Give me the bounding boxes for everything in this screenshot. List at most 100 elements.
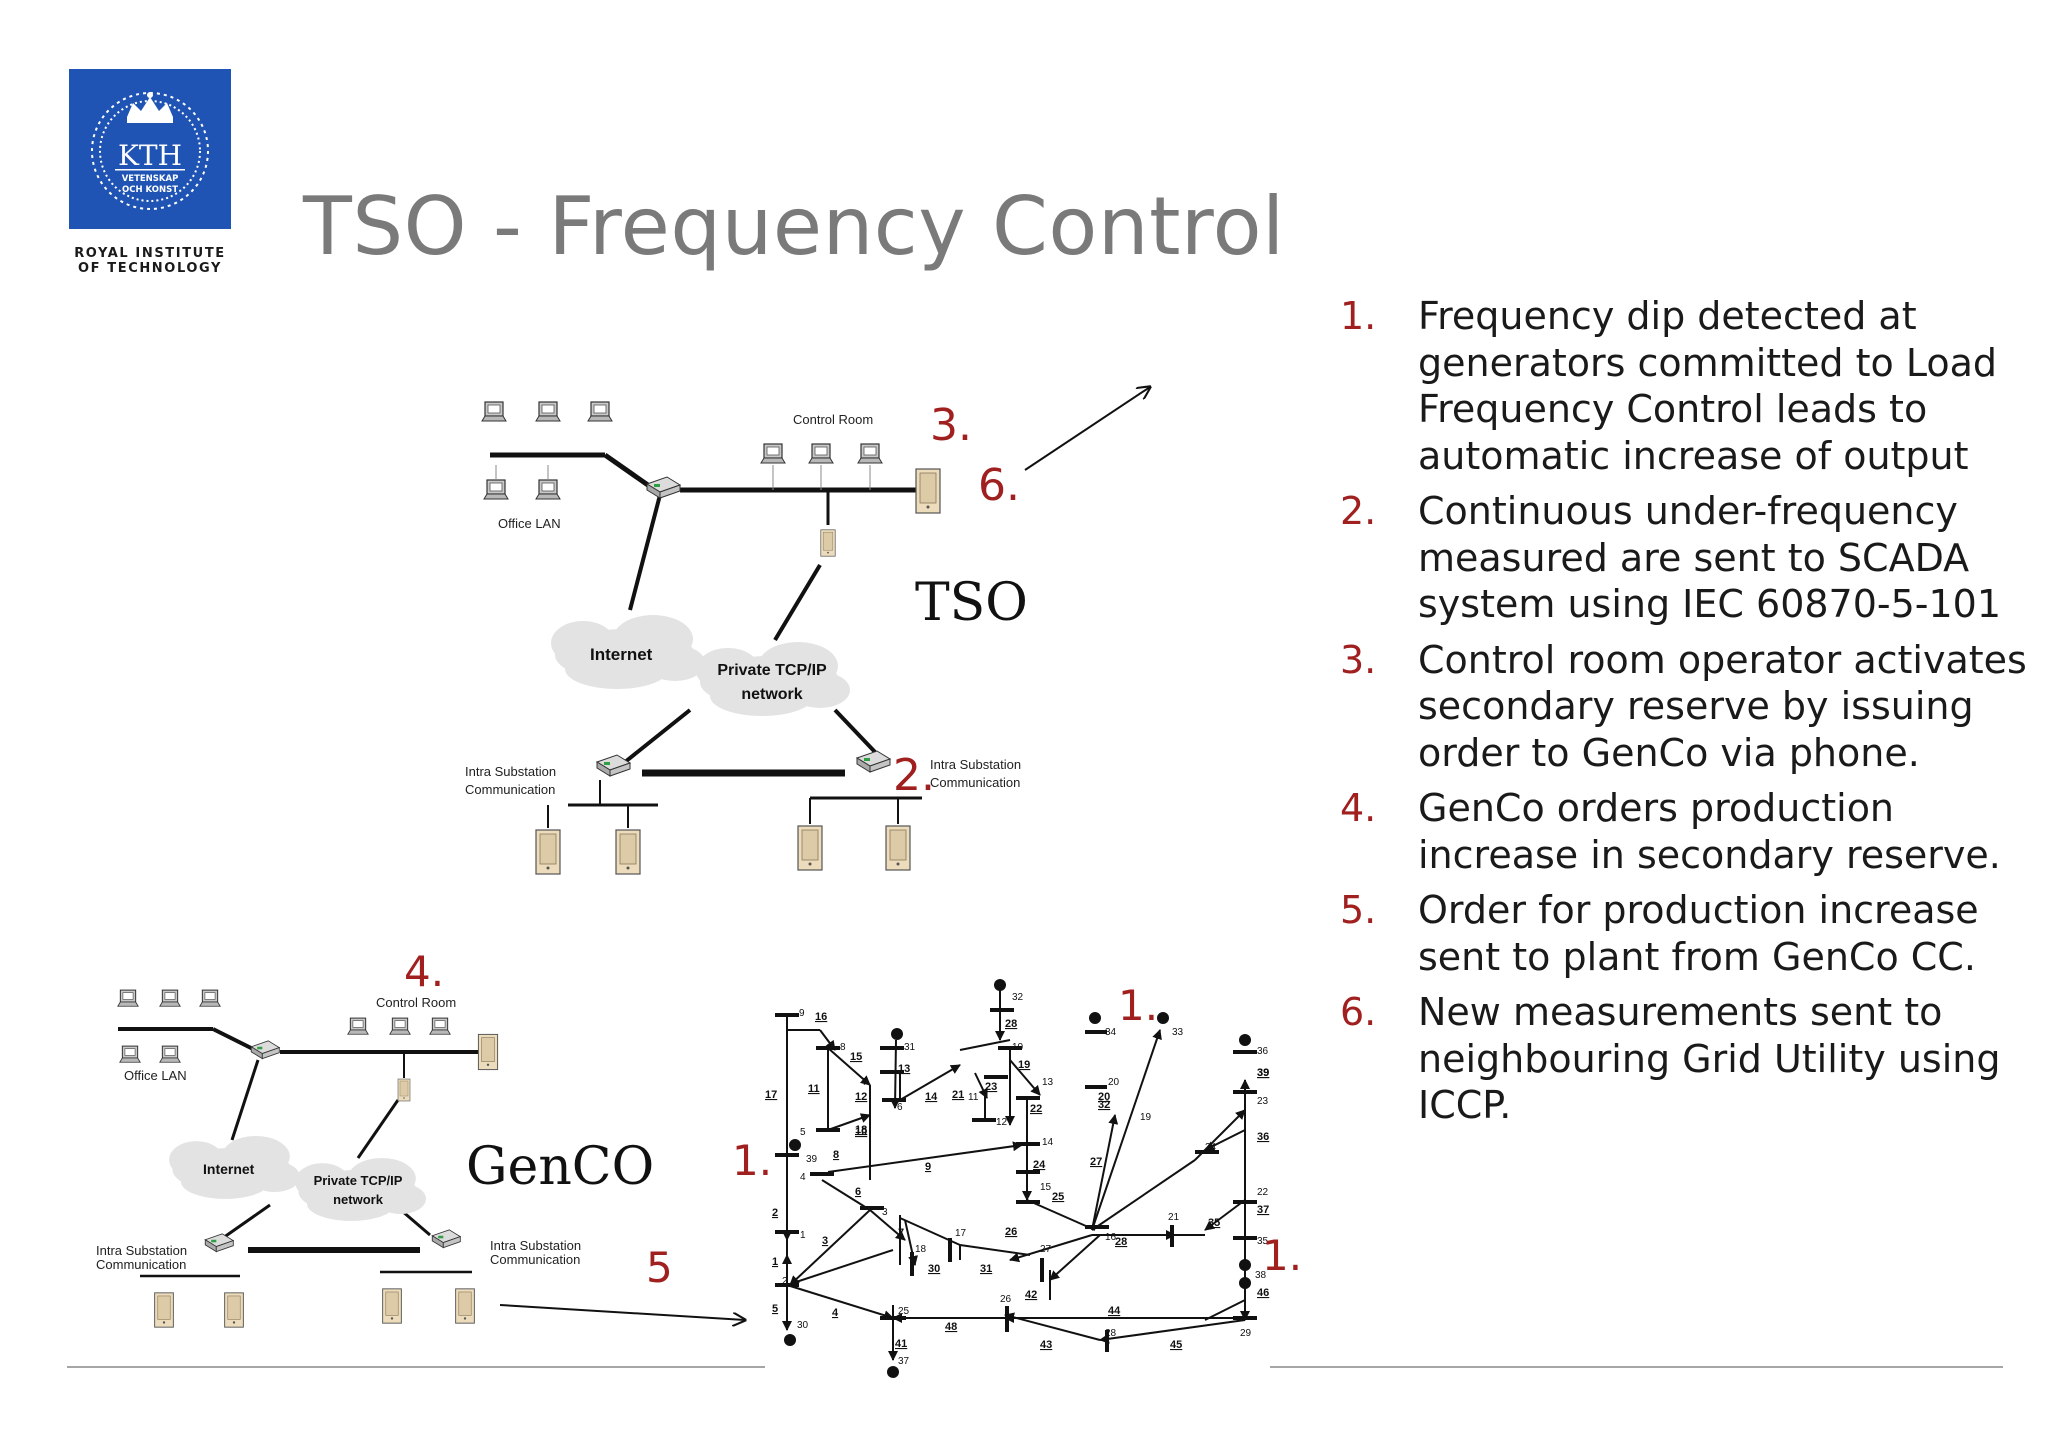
svg-text:48: 48 — [945, 1321, 957, 1333]
svg-text:18: 18 — [855, 1124, 867, 1136]
tso-server-icon — [915, 468, 941, 514]
steps-list: 1. Frequency dip detected at generators … — [1340, 293, 2030, 1129]
svg-text:35: 35 — [1208, 1217, 1220, 1229]
svg-text:17: 17 — [765, 1089, 777, 1101]
svg-text:9: 9 — [925, 1161, 931, 1173]
svg-text:9: 9 — [799, 1008, 805, 1019]
svg-text:3: 3 — [822, 1235, 828, 1247]
genco-scada-server-icon — [397, 1078, 411, 1102]
svg-text:30: 30 — [797, 1320, 809, 1331]
tso-substation-router-icon — [596, 754, 631, 777]
svg-text:12: 12 — [855, 1091, 867, 1103]
svg-text:41: 41 — [895, 1338, 907, 1350]
svg-text:1: 1 — [772, 1256, 778, 1268]
tso-control-pc-icon — [808, 443, 834, 464]
svg-text:11: 11 — [968, 1092, 979, 1103]
step-text: New measurements sent to neighbouring Gr… — [1418, 990, 2001, 1127]
svg-text:22: 22 — [1030, 1103, 1042, 1115]
tso-substation-router-icon — [856, 750, 891, 773]
svg-text:14: 14 — [1042, 1137, 1054, 1148]
svg-text:45: 45 — [1170, 1339, 1182, 1351]
svg-text:8: 8 — [840, 1042, 846, 1053]
page-title: TSO - Frequency Control — [303, 180, 1285, 273]
tso-substation-server-icon — [615, 829, 641, 875]
svg-text:11: 11 — [808, 1083, 820, 1095]
genco-office-pc-icon — [159, 989, 181, 1007]
step-item: 2. Continuous under-frequency measured a… — [1340, 488, 2030, 628]
svg-text:24: 24 — [1205, 1142, 1217, 1153]
svg-text:21: 21 — [1168, 1212, 1180, 1223]
genco-internet-label: Internet — [203, 1161, 255, 1177]
svg-text:16: 16 — [1105, 1232, 1117, 1243]
genco-control-pc-icon — [429, 1017, 451, 1035]
genco-office-pc-icon — [117, 989, 139, 1007]
step-number: 1. — [1340, 294, 1377, 338]
svg-text:20: 20 — [1098, 1091, 1110, 1103]
step-item: 3. Control room operator activates secon… — [1340, 637, 2030, 777]
svg-text:26: 26 — [1000, 1294, 1012, 1305]
svg-text:2: 2 — [772, 1207, 778, 1219]
step-text: Frequency dip detected at generators com… — [1418, 294, 1998, 478]
tso-to-neighbour-arrow — [1024, 387, 1150, 471]
step-text: Order for production increase sent to pl… — [1418, 888, 1979, 979]
genco-office-pc-icon — [199, 989, 221, 1007]
genco-substation-server-icon — [154, 1292, 174, 1328]
kth-crest-icon: KTH VETENSKAP OCH KONST — [91, 92, 209, 210]
genco-server-icon — [477, 1033, 499, 1071]
genco-substation-server-icon — [382, 1288, 402, 1324]
marker-step-5: 5 — [646, 1243, 673, 1292]
grid-line-labels: 16 28 15 13 14 21 23 19 22 11 17 10 8 9 … — [765, 1011, 1269, 1351]
genco-name-label: GenCO — [466, 1137, 654, 1197]
svg-text:38: 38 — [1255, 1270, 1267, 1281]
svg-text:20: 20 — [1108, 1077, 1120, 1088]
tso-private-cloud — [696, 642, 850, 716]
genco-intra-left-label-2: Communication — [96, 1257, 186, 1272]
svg-text:19: 19 — [1018, 1059, 1030, 1071]
svg-text:46: 46 — [1257, 1287, 1269, 1299]
svg-text:10: 10 — [1012, 1042, 1024, 1053]
svg-text:7: 7 — [862, 1077, 868, 1088]
genco-router-icon — [250, 1040, 280, 1060]
tso-scada-server-icon — [820, 529, 836, 557]
svg-text:28: 28 — [1005, 1018, 1017, 1030]
svg-text:23: 23 — [1257, 1096, 1269, 1107]
genco-control-pc-icon — [347, 1017, 369, 1035]
svg-text:14: 14 — [925, 1091, 938, 1103]
svg-text:6: 6 — [897, 1102, 903, 1113]
kth-logo-sub2: OCH KONST — [122, 185, 178, 195]
svg-text:27: 27 — [1090, 1156, 1102, 1168]
svg-text:32: 32 — [1012, 992, 1024, 1003]
kth-logo-sub1: VETENSKAP — [122, 174, 179, 184]
tso-office-pc-icon — [483, 479, 509, 500]
grid-buses — [775, 979, 1257, 1378]
genco-intra-left-label-1: Intra Substation — [96, 1243, 187, 1258]
svg-text:7: 7 — [898, 1227, 904, 1239]
svg-text:2: 2 — [782, 1276, 788, 1287]
svg-text:42: 42 — [1025, 1289, 1037, 1301]
genco-private-cloud — [295, 1158, 426, 1221]
svg-text:28: 28 — [1115, 1236, 1127, 1248]
svg-text:10: 10 — [855, 1126, 867, 1138]
tso-private-network-label-2: network — [741, 686, 802, 703]
svg-text:4: 4 — [800, 1172, 806, 1183]
tso-office-pc-icon — [481, 401, 507, 422]
svg-text:39: 39 — [806, 1154, 818, 1165]
svg-text:37: 37 — [898, 1356, 910, 1367]
step-number: 4. — [1340, 786, 1377, 830]
svg-text:39: 39 — [1257, 1067, 1269, 1079]
marker-step-1-left: 1. — [732, 1136, 772, 1185]
svg-text:8: 8 — [833, 1149, 839, 1161]
step-number: 2. — [1340, 489, 1377, 533]
svg-text:44: 44 — [1108, 1305, 1121, 1317]
svg-text:15: 15 — [1040, 1182, 1052, 1193]
genco-substation-server-icon — [455, 1288, 475, 1324]
power-grid-diagram — [782, 990, 1250, 1361]
svg-text:5: 5 — [800, 1127, 806, 1138]
step-item: 1. Frequency dip detected at generators … — [1340, 293, 2030, 479]
genco-substation-router-icon — [204, 1233, 234, 1253]
genco-substation-router-icon — [431, 1229, 461, 1249]
step-number: 3. — [1340, 637, 1377, 682]
svg-text:36: 36 — [1257, 1046, 1269, 1057]
logo-caption-line2: OF TECHNOLOGY — [77, 261, 223, 276]
